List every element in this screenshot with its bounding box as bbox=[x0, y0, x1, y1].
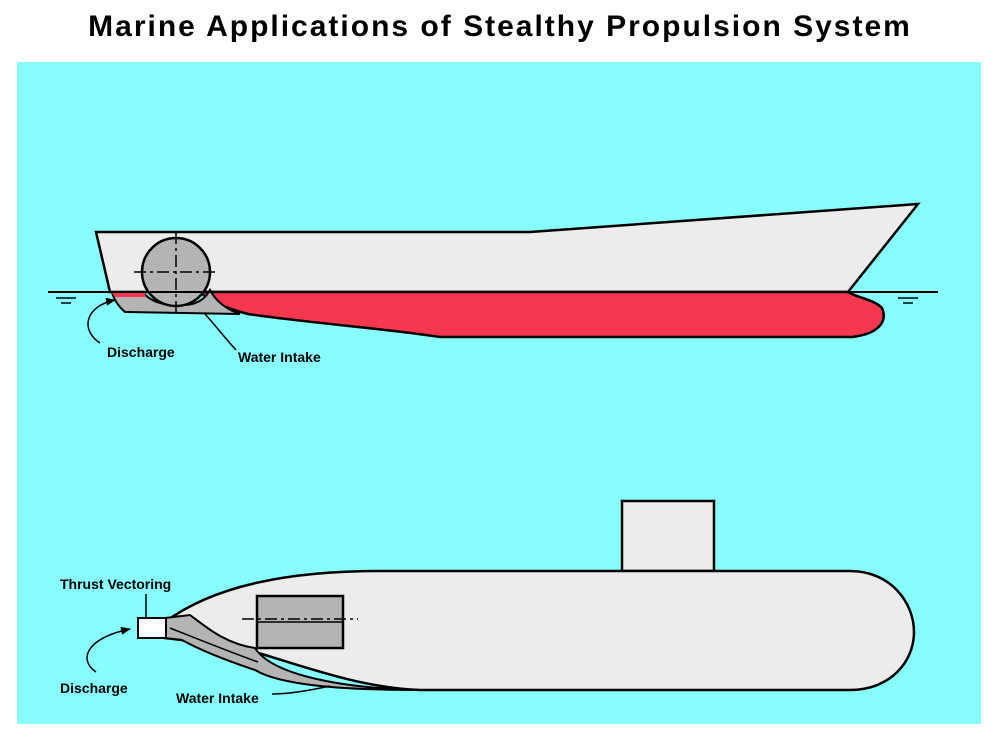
submarine-discharge-arrow bbox=[86, 626, 131, 673]
submarine-thrust-nozzle bbox=[137, 617, 167, 639]
waterline-symbol-right bbox=[898, 297, 918, 304]
submarine-intake-duct bbox=[164, 613, 421, 691]
ship-discharge-arrow bbox=[87, 297, 116, 344]
submarine-intake-leader bbox=[271, 685, 331, 695]
submarine-discharge-label: Discharge bbox=[60, 680, 128, 696]
ship-discharge-label: Discharge bbox=[107, 344, 175, 360]
page-title: Marine Applications of Stealthy Propulsi… bbox=[88, 10, 912, 43]
submarine-duct-inner bbox=[169, 627, 259, 663]
ship-intake-leader bbox=[204, 313, 237, 351]
surface-ship: Discharge Water Intake bbox=[48, 202, 938, 365]
ship-stern-stripe bbox=[112, 293, 146, 297]
submarine: Thrust Vectoring Discharge Water Intake bbox=[60, 499, 916, 706]
ship-intake-label: Water Intake bbox=[238, 349, 321, 365]
submarine-thrust-label: Thrust Vectoring bbox=[60, 576, 171, 592]
waterline-symbol-left bbox=[56, 297, 76, 304]
submarine-sail bbox=[620, 499, 716, 573]
ship-hull-below-waterline bbox=[196, 290, 885, 339]
submarine-intake-label: Water Intake bbox=[176, 690, 259, 706]
ship-hull-upper bbox=[94, 202, 921, 294]
